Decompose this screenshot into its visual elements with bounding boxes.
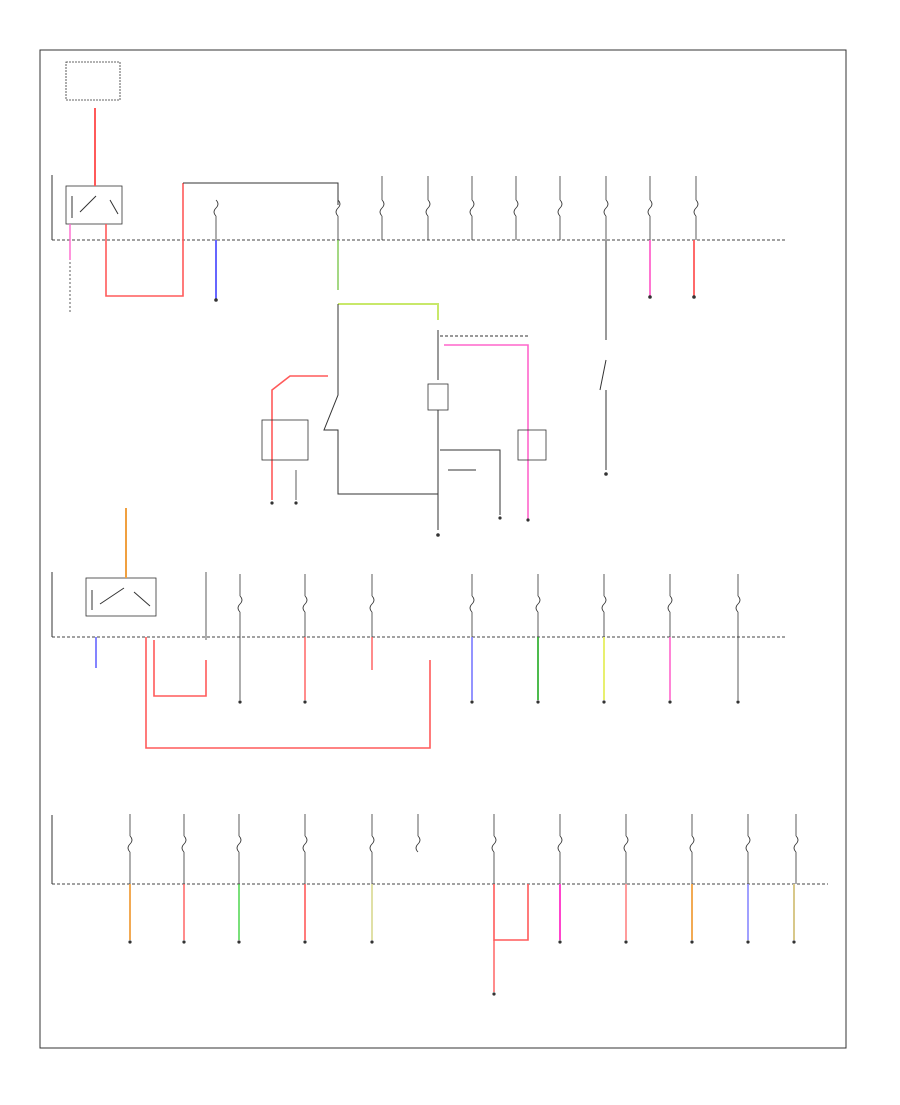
- fuse-block-top: [51, 61, 785, 476]
- relay-top: [65, 185, 123, 225]
- fuse-row-middle: [237, 595, 741, 613]
- relay-left: [261, 419, 309, 461]
- fuse-row-top: [213, 199, 699, 217]
- fuse-block-bottom: [51, 814, 828, 996]
- relay-network-middle: [261, 240, 547, 537]
- relay-middle: [85, 577, 157, 617]
- fuse-block-middle: [51, 508, 785, 749]
- fuse-row-bottom: [127, 835, 799, 853]
- diagram-frame: [39, 49, 847, 1049]
- relay-center: [427, 383, 449, 411]
